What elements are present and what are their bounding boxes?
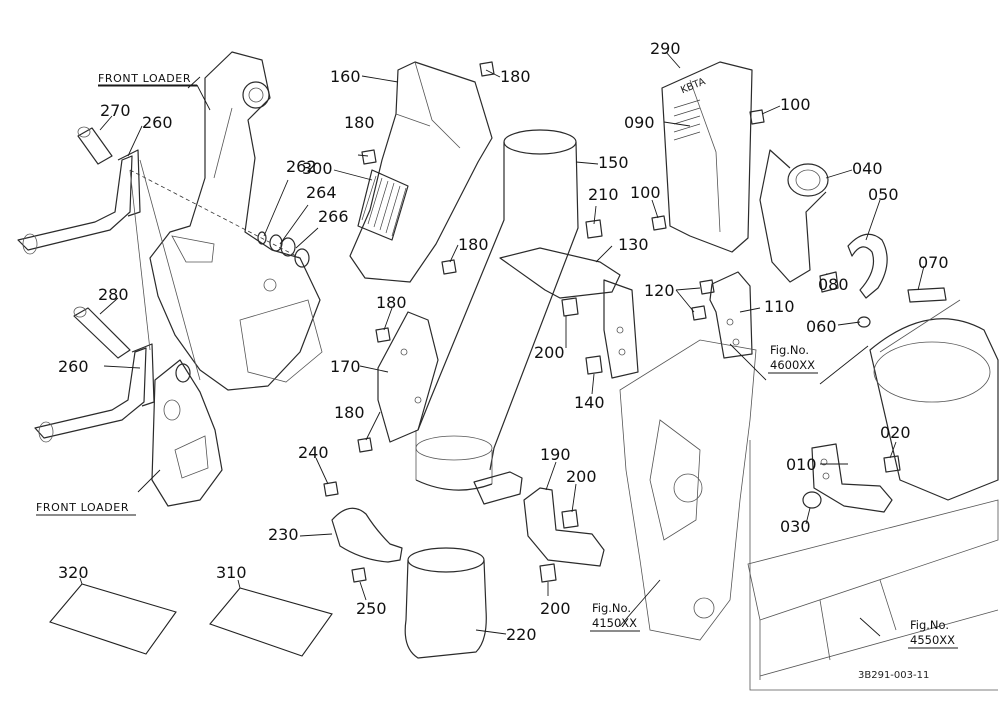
engine-block xyxy=(619,339,757,641)
fig-4600-number: 4600XX xyxy=(770,358,815,372)
front-loader-bracket-upper xyxy=(149,51,323,391)
svg-text:KBTA: KBTA xyxy=(679,76,707,96)
callout-250: 250 xyxy=(356,599,387,618)
callout-010: 010 xyxy=(786,455,817,474)
callout-180-c: 180 xyxy=(458,235,489,254)
callout-270: 270 xyxy=(100,101,131,120)
callout-200-b: 200 xyxy=(566,467,597,486)
tail-pipe-040 xyxy=(759,149,829,283)
fig-4550-title: Fig.No. xyxy=(910,618,949,632)
callout-070: 070 xyxy=(918,253,949,272)
clamp-050 xyxy=(847,233,888,299)
callout-040: 040 xyxy=(852,159,883,178)
bracket-small-lower xyxy=(473,471,523,505)
caption-front-loader-bottom: FRONT LOADER xyxy=(36,501,129,514)
callout-110: 110 xyxy=(764,297,795,316)
captions: FRONT LOADER FRONT LOADER xyxy=(36,72,197,516)
callout-240: 240 xyxy=(298,443,329,462)
caption-front-loader-top: FRONT LOADER xyxy=(98,72,191,85)
callout-100-b: 100 xyxy=(630,183,661,202)
figure-references: Fig.No. 4600XX Fig.No. 4150XX Fig.No. 45… xyxy=(590,343,958,649)
callout-050: 050 xyxy=(868,185,899,204)
washer-stack xyxy=(257,231,310,268)
bolt-030 xyxy=(802,491,822,509)
muffler-assembly xyxy=(869,299,999,501)
callout-180-d: 180 xyxy=(376,293,407,312)
frame-4550 xyxy=(747,499,999,680)
callout-160: 160 xyxy=(330,67,361,86)
callout-170: 170 xyxy=(330,357,361,376)
part-callouts: 160 180 290 270 260 090 100 180 150 300 … xyxy=(58,39,949,644)
callout-130: 130 xyxy=(618,235,649,254)
callout-020: 020 xyxy=(880,423,911,442)
callout-230: 230 xyxy=(268,525,299,544)
drawing-code: 3B291-003-11 xyxy=(858,670,929,681)
callout-260-a: 260 xyxy=(142,113,173,132)
hardware-bolts xyxy=(323,61,765,583)
callout-266: 266 xyxy=(318,207,349,226)
fig-4150-title: Fig.No. xyxy=(592,601,631,615)
callout-100-a: 100 xyxy=(780,95,811,114)
callout-300: 300 xyxy=(302,159,333,178)
decal-320 xyxy=(49,583,177,655)
bracket-110 xyxy=(709,271,753,359)
callout-150: 150 xyxy=(598,153,629,172)
heat-shield-300 xyxy=(357,169,409,241)
callout-090: 090 xyxy=(624,113,655,132)
callout-120: 120 xyxy=(644,281,675,300)
detail-frame xyxy=(749,440,998,691)
callout-310: 310 xyxy=(216,563,247,582)
callout-280: 280 xyxy=(98,285,129,304)
bracket-130 xyxy=(499,247,639,379)
callout-210: 210 xyxy=(588,185,619,204)
callout-060: 060 xyxy=(806,317,837,336)
callout-200-c: 200 xyxy=(540,599,571,618)
bracket-010 xyxy=(811,443,893,513)
cover-160 xyxy=(349,61,493,283)
callout-200-a: 200 xyxy=(534,343,565,362)
guard-220 xyxy=(404,547,487,659)
callout-290: 290 xyxy=(650,39,681,58)
lever-260-lower xyxy=(34,343,155,443)
callout-220: 220 xyxy=(506,625,537,644)
fig-4600-title: Fig.No. xyxy=(770,343,809,357)
callout-180-a: 180 xyxy=(500,67,531,86)
nut-020 xyxy=(883,455,901,473)
callout-080: 080 xyxy=(818,275,849,294)
bracket-170 xyxy=(377,311,439,443)
bolt-270 xyxy=(77,126,113,165)
callout-180-e: 180 xyxy=(334,403,365,422)
lever-260-upper xyxy=(17,149,141,255)
bolt-070 xyxy=(907,287,947,303)
callout-190: 190 xyxy=(540,445,571,464)
callout-264: 264 xyxy=(306,183,337,202)
fig-4150-number: 4150XX xyxy=(592,616,637,630)
callout-030: 030 xyxy=(780,517,811,536)
fig-4550-number: 4550XX xyxy=(910,633,955,647)
front-loader-bracket-lower xyxy=(151,359,223,507)
clamp-230 xyxy=(331,507,403,563)
decal-310 xyxy=(209,587,333,657)
leader-lines xyxy=(79,51,925,637)
callout-180-b: 180 xyxy=(344,113,375,132)
pipe-150 xyxy=(415,129,579,491)
callout-320: 320 xyxy=(58,563,89,582)
shield-090: KBTA xyxy=(661,61,753,253)
callout-140: 140 xyxy=(574,393,605,412)
callout-262: 262 xyxy=(286,157,317,176)
bolt-280 xyxy=(73,306,131,359)
callout-260-b: 260 xyxy=(58,357,89,376)
